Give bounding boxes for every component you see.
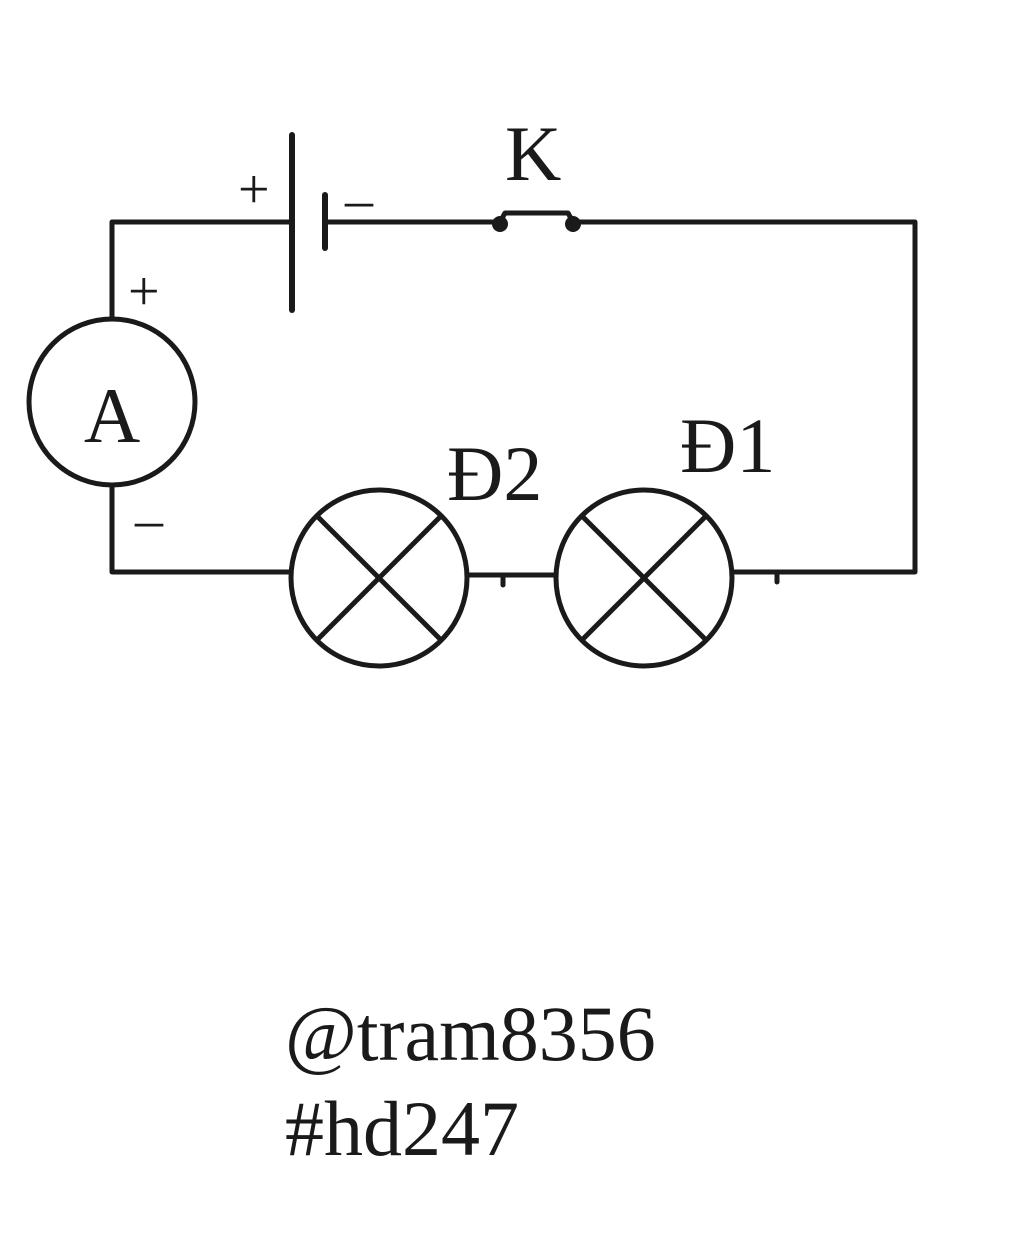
wire-top-left: [109, 219, 295, 321]
ammeter-plus-sign: +: [128, 261, 160, 323]
ammeter-minus-sign: –: [134, 489, 164, 551]
ammeter-label: A: [84, 372, 140, 459]
lamp-d1: [553, 487, 735, 669]
ammeter: [26, 316, 198, 488]
switch-blade: [497, 210, 576, 225]
caption-hashtag: #hd247: [285, 1085, 519, 1172]
lamp-d1-label: Đ1: [680, 402, 775, 489]
lamp-d1-circle: [553, 487, 735, 669]
lamp-d2-label: Đ2: [447, 430, 542, 517]
caption-username: @tram8356: [285, 990, 656, 1077]
switch-k: [492, 210, 581, 232]
lamp-d1-cross-b: [580, 514, 708, 642]
lamp-d2-circle: [288, 487, 470, 669]
lamp-d2: [288, 487, 470, 669]
ammeter-circle: [26, 316, 198, 488]
battery-plus-sign: +: [238, 159, 270, 221]
lamp-d2-cross-b: [315, 514, 443, 642]
switch-label: K: [505, 110, 561, 197]
battery-minus-sign: –: [344, 169, 374, 231]
battery: [289, 132, 328, 313]
wire-bottom-left: [109, 482, 293, 575]
wire-top-right: [570, 219, 918, 575]
